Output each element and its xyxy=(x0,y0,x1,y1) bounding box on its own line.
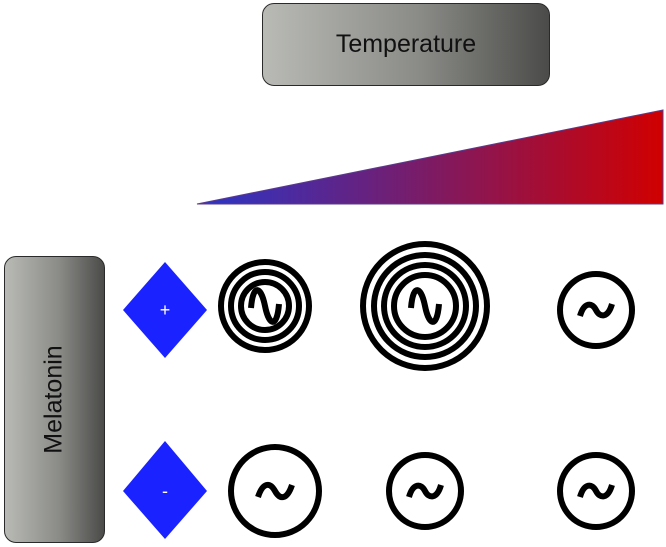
oscillator-high-melatonin-mid-temp xyxy=(360,241,490,371)
melatonin-low-diamond: - xyxy=(123,441,207,539)
sine-wave-icon xyxy=(255,481,295,501)
temperature-label-box: Temperature xyxy=(262,3,550,86)
melatonin-high-diamond: + xyxy=(123,262,207,358)
sine-wave-icon xyxy=(577,482,615,500)
temperature-label: Temperature xyxy=(335,30,477,58)
oscillator-low-melatonin-high-temp xyxy=(557,452,635,530)
temperature-gradient-wedge xyxy=(196,109,664,205)
melatonin-high-symbol: + xyxy=(160,300,171,320)
oscillator-low-melatonin-mid-temp xyxy=(386,452,464,530)
sine-wave-icon xyxy=(408,287,442,325)
melatonin-low-symbol: - xyxy=(162,481,168,501)
sine-wave-icon xyxy=(248,287,282,325)
oscillator-high-melatonin-low-temp xyxy=(218,259,312,353)
oscillator-high-melatonin-high-temp xyxy=(557,271,635,349)
melatonin-label-box: Melatonin xyxy=(4,256,105,543)
sine-wave-icon xyxy=(577,301,615,319)
oscillator-low-melatonin-low-temp xyxy=(228,444,322,538)
sine-wave-icon xyxy=(406,482,444,500)
